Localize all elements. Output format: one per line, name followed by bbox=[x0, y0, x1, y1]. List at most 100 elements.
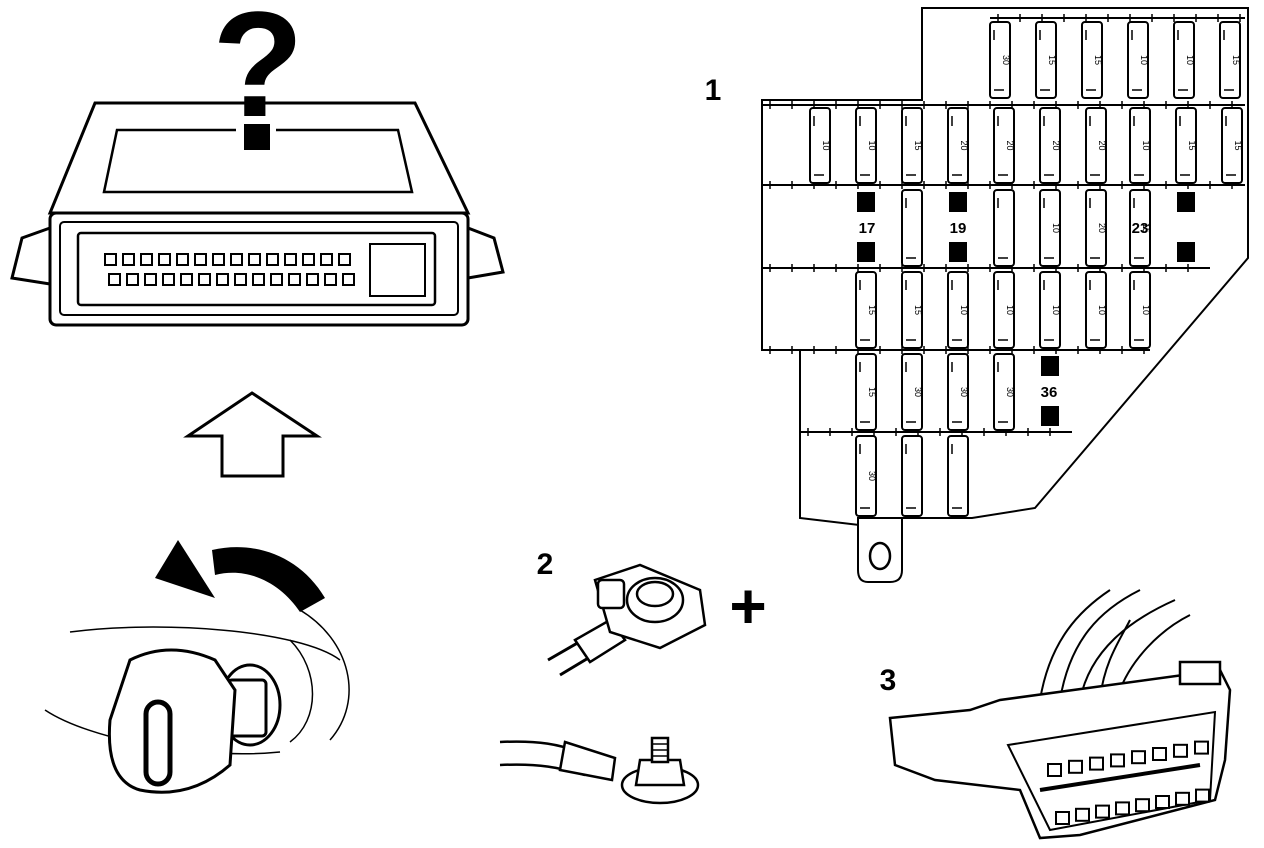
connector-pin bbox=[284, 253, 297, 266]
diagnostic-pin bbox=[1115, 801, 1130, 816]
fuse-rating: 30 bbox=[867, 471, 877, 481]
fuse-slot-marker bbox=[1177, 242, 1195, 262]
fuse: 30 bbox=[855, 435, 877, 517]
connector-pin bbox=[194, 253, 207, 266]
connector-pin bbox=[212, 253, 225, 266]
fuse-body bbox=[993, 189, 1015, 267]
control-module bbox=[10, 101, 505, 327]
connector-pin bbox=[338, 253, 351, 266]
fuse: 20 bbox=[1085, 189, 1107, 267]
fuse-slot-marker bbox=[1177, 192, 1195, 212]
fuse-grid: 30 15 15 10 10 15 10 10 15 20 20 20 20 10 15 15 10 20 15 15… bbox=[809, 21, 1243, 517]
callout-1: 1 bbox=[705, 74, 722, 107]
diagnostic-pin bbox=[1110, 753, 1125, 768]
fuse-rating: 20 bbox=[959, 140, 969, 150]
fuse: 15 bbox=[901, 271, 923, 349]
diagnostic-pin bbox=[1047, 763, 1062, 777]
connector-pin bbox=[252, 273, 265, 286]
fuse: 20 bbox=[1085, 107, 1107, 184]
fuse bbox=[993, 189, 1015, 267]
fuse: 15 bbox=[1129, 189, 1151, 267]
ignition-key-icon bbox=[107, 648, 282, 794]
fuse-rails bbox=[762, 14, 1245, 436]
connector-pin bbox=[288, 273, 301, 286]
fuse-body bbox=[901, 271, 923, 349]
fuse-rating: 10 bbox=[1051, 305, 1061, 315]
fuse-body bbox=[993, 271, 1015, 349]
fuse-rating: 10 bbox=[1097, 305, 1107, 315]
fuse-rating: 15 bbox=[867, 387, 877, 397]
fuse: 10 bbox=[1039, 189, 1061, 267]
fuse: 15 bbox=[855, 271, 877, 349]
fuse-rating: 10 bbox=[959, 305, 969, 315]
fuse-rating: 30 bbox=[913, 387, 923, 397]
fuse: 30 bbox=[901, 353, 923, 431]
plus-sign: + bbox=[729, 570, 766, 642]
fuse: 10 bbox=[1173, 21, 1195, 99]
diagnostic-pin bbox=[1155, 795, 1170, 809]
fuse: 30 bbox=[989, 21, 1011, 99]
connector-pin bbox=[324, 273, 337, 286]
diagnostic-pin bbox=[1152, 747, 1167, 761]
fuse-body bbox=[1039, 271, 1061, 349]
fuse bbox=[947, 435, 969, 517]
fuse-body bbox=[1039, 107, 1061, 184]
fuse-rating: 15 bbox=[1047, 55, 1057, 65]
fuse-body bbox=[947, 107, 969, 184]
fuse-rating: 10 bbox=[1139, 55, 1149, 65]
fuse-rating: 15 bbox=[1231, 55, 1241, 65]
fuse-slot-marker bbox=[949, 192, 967, 212]
ground-stud-illustration bbox=[499, 736, 700, 805]
fuse: 10 bbox=[809, 107, 831, 184]
connector-pin bbox=[320, 253, 333, 266]
fuse bbox=[901, 435, 923, 517]
connector-pin bbox=[122, 253, 135, 266]
connector-pin bbox=[176, 253, 189, 266]
fuse: 30 bbox=[947, 353, 969, 431]
fuse-body bbox=[1129, 107, 1151, 184]
fuse-body bbox=[1039, 189, 1061, 267]
fuse-rating: 20 bbox=[1051, 140, 1061, 150]
fuse-rating: 10 bbox=[1141, 305, 1151, 315]
diagnostic-pin bbox=[1194, 740, 1209, 755]
fuse: 20 bbox=[1039, 107, 1061, 184]
fuse-slot-marker bbox=[949, 242, 967, 262]
fuse-body bbox=[855, 435, 877, 517]
fuse-slot-marker bbox=[1041, 406, 1059, 426]
connector-pin bbox=[302, 253, 315, 266]
fuse-body bbox=[993, 107, 1015, 184]
fuse: 10 bbox=[1127, 21, 1149, 99]
connector-pin bbox=[140, 253, 153, 266]
fuse-rating: 20 bbox=[1097, 140, 1107, 150]
fuse-rating: 30 bbox=[959, 387, 969, 397]
fuse-17-label: 17 bbox=[859, 220, 876, 237]
fuse-body bbox=[809, 107, 831, 184]
fuse-body bbox=[1035, 21, 1057, 99]
callout-2: 2 bbox=[537, 548, 554, 581]
fuse-rating: 15 bbox=[1233, 140, 1243, 150]
fuse-body bbox=[901, 107, 923, 184]
rotate-counterclockwise-arrow-icon bbox=[155, 540, 325, 612]
fuse-body bbox=[1127, 21, 1149, 99]
fuse-rating: 15 bbox=[913, 305, 923, 315]
connector-pin bbox=[270, 273, 283, 286]
fuse-rating: 20 bbox=[1097, 223, 1107, 233]
up-arrow-icon bbox=[183, 391, 322, 478]
diagnostic-pin bbox=[1075, 807, 1090, 822]
fuse-body bbox=[1221, 107, 1243, 184]
connector-pins bbox=[104, 253, 355, 286]
fuse-body bbox=[947, 435, 969, 517]
fuse-rating: 10 bbox=[1005, 305, 1015, 315]
connector-pin bbox=[162, 273, 175, 286]
fuse-body bbox=[1129, 189, 1151, 267]
fuse-slot-marker bbox=[857, 242, 875, 262]
fuse-rating: 10 bbox=[1141, 140, 1151, 150]
fuse: 15 bbox=[1081, 21, 1103, 99]
fuse-body bbox=[901, 353, 923, 431]
fuse: 15 bbox=[855, 353, 877, 431]
fuse: 20 bbox=[993, 107, 1015, 184]
connector-pin bbox=[126, 273, 139, 286]
fuse-body bbox=[855, 353, 877, 431]
diagnostic-pin bbox=[1068, 759, 1083, 774]
